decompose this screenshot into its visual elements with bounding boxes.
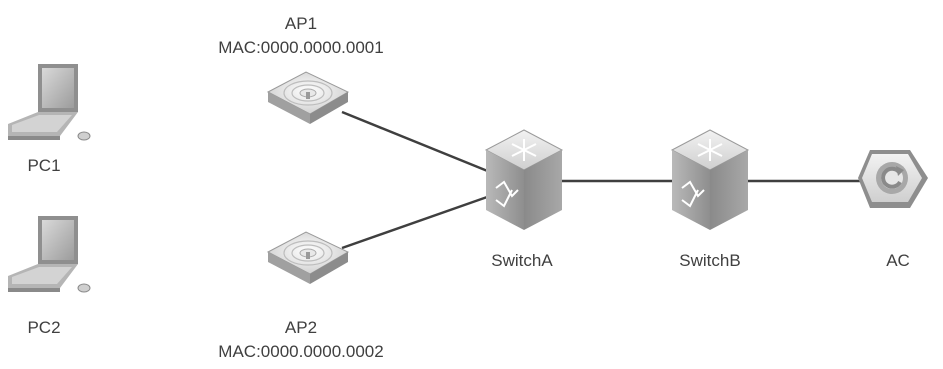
switcha-label: SwitchA (491, 251, 553, 270)
links (341, 110, 865, 250)
link-ap1-switcha (341, 110, 491, 174)
ap1-label: AP1 (284, 14, 318, 33)
ap2-label: AP2 (284, 318, 318, 337)
switchb-label: SwitchB (679, 251, 741, 270)
access-point-icon (266, 231, 350, 284)
ap1-mac-label: MAC:0000.0000.0001 (218, 38, 384, 57)
ac-label: AC (886, 251, 910, 270)
laptop-icon (8, 216, 91, 293)
laptop-icon (8, 64, 91, 141)
pc1-label: PC1 (27, 156, 61, 175)
ap2-mac-label: MAC:0000.0000.0002 (218, 342, 384, 361)
link-ap2-switcha (341, 194, 491, 250)
switch-icon (484, 129, 564, 230)
access-point-icon (266, 71, 350, 124)
switch-icon (670, 129, 750, 230)
pc2-label: PC2 (27, 318, 61, 337)
access-controller-icon (858, 150, 928, 208)
